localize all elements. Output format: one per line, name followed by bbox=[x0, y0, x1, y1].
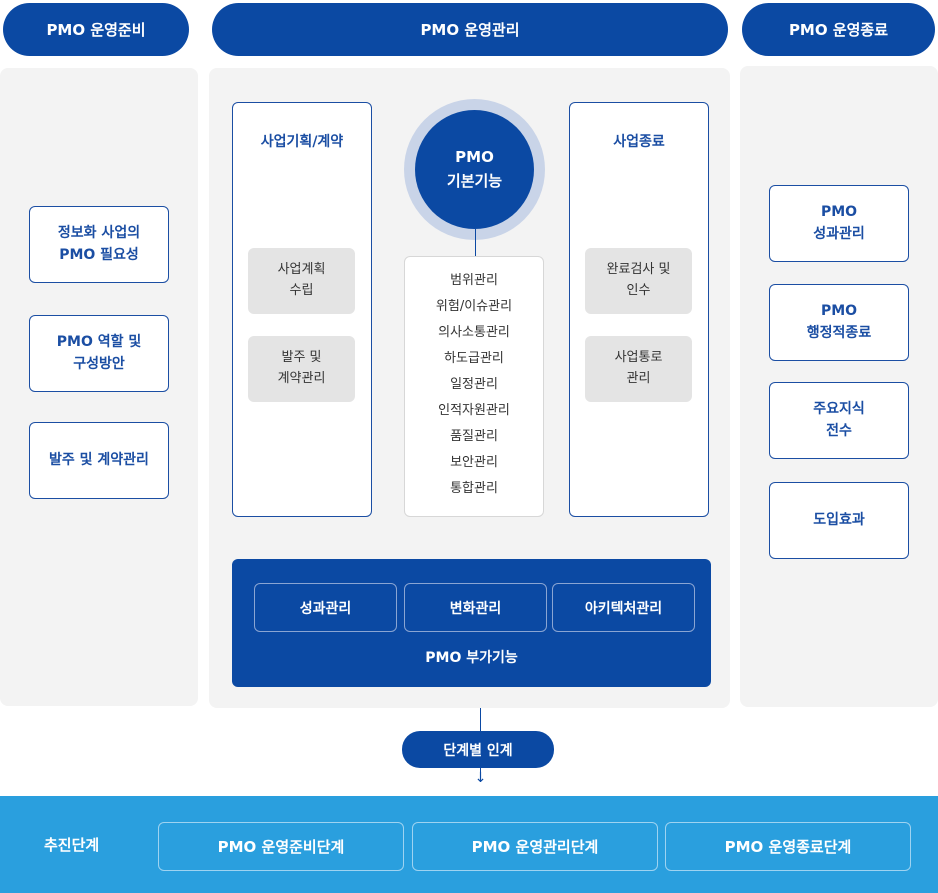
end-panel: PMO 성과관리 PMO 행정적종료 주요지식 전수 도입효과 bbox=[740, 66, 938, 707]
link-pill: 단계별 인계 bbox=[402, 731, 554, 768]
additional-architecture: 아키텍처관리 bbox=[552, 583, 695, 632]
end-item-performance: PMO 성과관리 bbox=[769, 185, 909, 262]
stage-prep: PMO 운영준비단계 bbox=[158, 822, 404, 871]
planning-column: 사업기획/계약 사업계획 수립 발주 및 계약관리 bbox=[232, 102, 372, 517]
function-security: 보안관리 bbox=[450, 455, 498, 470]
function-scope: 범위관리 bbox=[450, 273, 498, 288]
additional-change: 변화관리 bbox=[404, 583, 547, 632]
header-manage: PMO 운영관리 bbox=[212, 3, 728, 56]
down-arrow-icon: ↓ bbox=[474, 770, 487, 786]
stage-manage: PMO 운영관리단계 bbox=[412, 822, 658, 871]
header-prep: PMO 운영준비 bbox=[3, 3, 189, 56]
function-risk: 위험/이슈관리 bbox=[435, 299, 513, 314]
function-integration: 통합관리 bbox=[450, 481, 498, 496]
function-subcontract: 하도급관리 bbox=[444, 351, 504, 366]
additional-functions-panel: 성과관리 변화관리 아키텍처관리 PMO 부가기능 bbox=[232, 559, 711, 687]
end-item-knowledge: 주요지식 전수 bbox=[769, 382, 909, 459]
manage-panel: 사업기획/계약 사업계획 수립 발주 및 계약관리 PMO 기본기능 범위관리 … bbox=[209, 68, 730, 708]
prep-panel: 정보화 사업의 PMO 필요성 PMO 역할 및 구성방안 발주 및 계약관리 bbox=[0, 68, 198, 706]
closing-item-channel: 사업통로 관리 bbox=[585, 336, 692, 402]
prep-item-contract: 발주 및 계약관리 bbox=[29, 422, 169, 499]
function-communication: 의사소통관리 bbox=[438, 325, 510, 340]
additional-performance: 성과관리 bbox=[254, 583, 397, 632]
header-end: PMO 운영종료 bbox=[742, 3, 935, 56]
additional-label: PMO 부가기능 bbox=[425, 650, 518, 666]
stage-label: 추진단계 bbox=[44, 836, 100, 854]
closing-column: 사업종료 완료검사 및 인수 사업통로 관리 bbox=[569, 102, 709, 517]
function-quality: 품질관리 bbox=[450, 429, 498, 444]
core-circle: PMO 기본기능 bbox=[415, 110, 534, 229]
function-schedule: 일정관리 bbox=[450, 377, 498, 392]
link-connector-bottom bbox=[480, 768, 481, 782]
planning-item-plan: 사업계획 수립 bbox=[248, 248, 355, 314]
stage-end: PMO 운영종료단계 bbox=[665, 822, 911, 871]
link-connector-top bbox=[480, 708, 481, 734]
core-connector bbox=[475, 229, 476, 257]
end-item-admin: PMO 행정적종료 bbox=[769, 284, 909, 361]
stage-band: 추진단계 PMO 운영준비단계 PMO 운영관리단계 PMO 운영종료단계 bbox=[0, 796, 938, 893]
planning-title: 사업기획/계약 bbox=[260, 134, 344, 150]
prep-item-role: PMO 역할 및 구성방안 bbox=[29, 315, 169, 392]
core-function-list: 범위관리 위험/이슈관리 의사소통관리 하도급관리 일정관리 인적자원관리 품질… bbox=[404, 256, 544, 517]
prep-item-necessity: 정보화 사업의 PMO 필요성 bbox=[29, 206, 169, 283]
planning-item-contract: 발주 및 계약관리 bbox=[248, 336, 355, 402]
closing-item-inspection: 완료검사 및 인수 bbox=[585, 248, 692, 314]
function-hr: 인적자원관리 bbox=[438, 403, 510, 418]
closing-title: 사업종료 bbox=[613, 134, 665, 150]
end-item-effect: 도입효과 bbox=[769, 482, 909, 559]
